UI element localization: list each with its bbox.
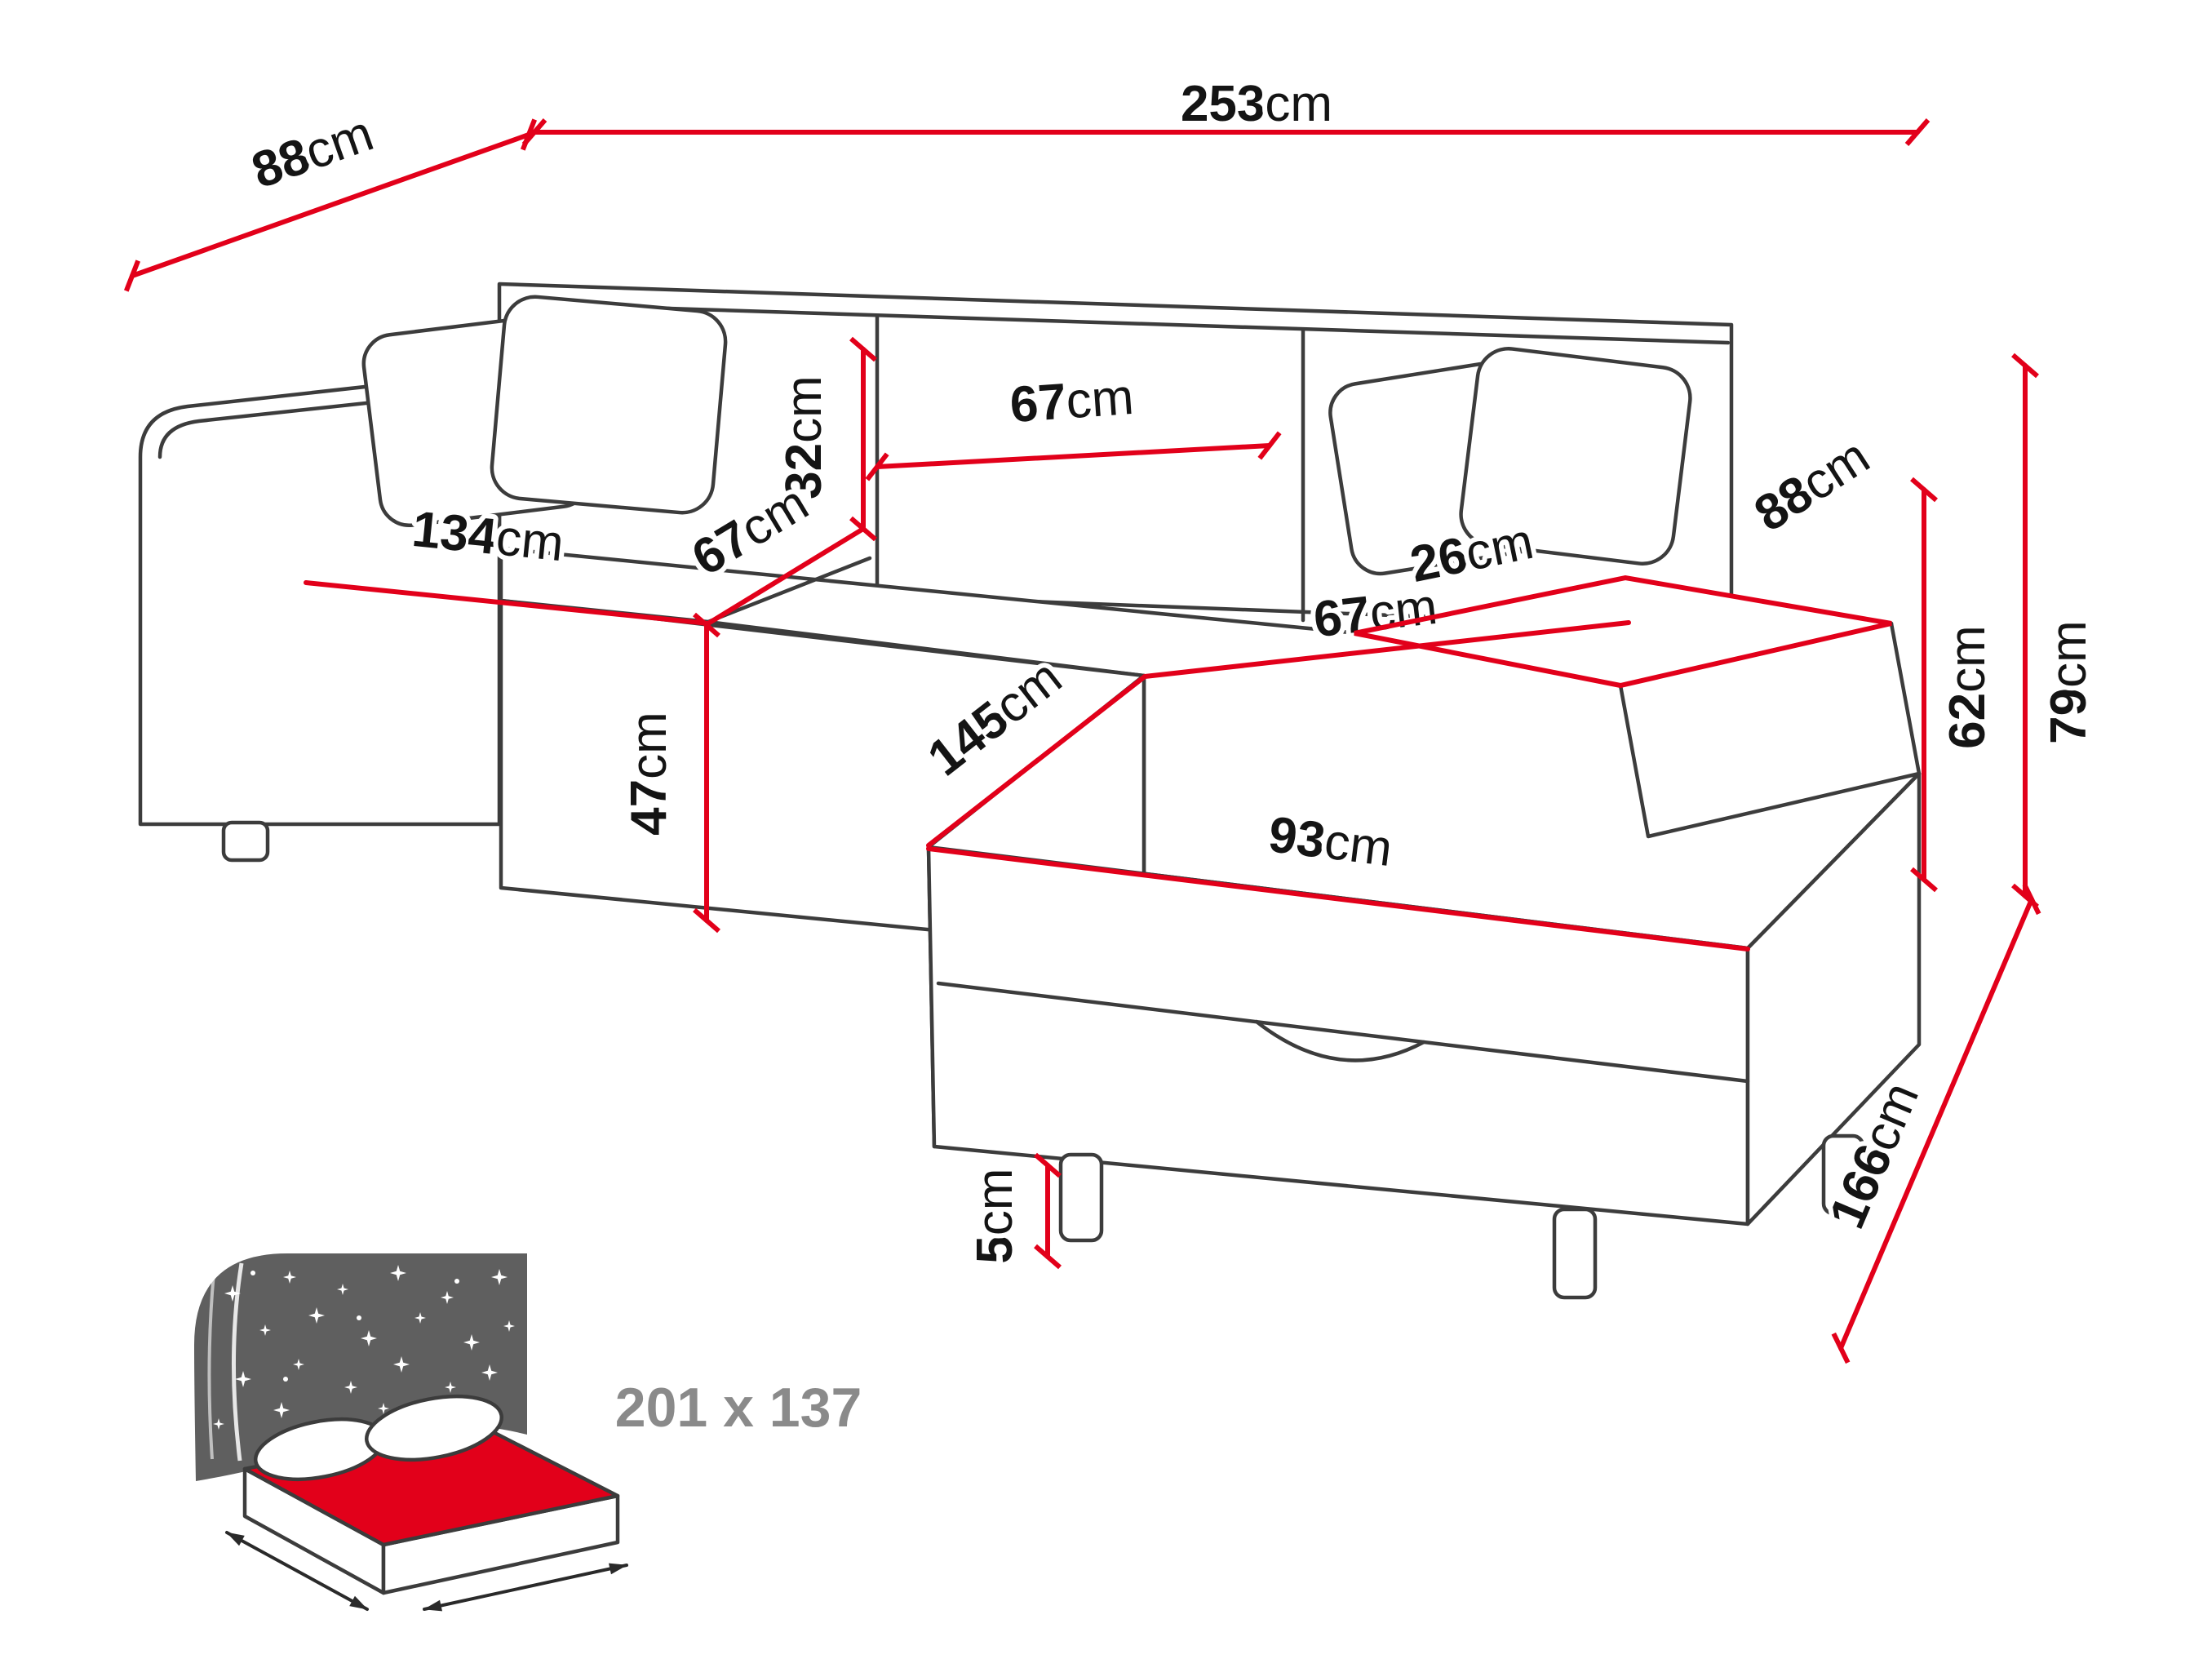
dim-chaise-total-length-line [1831, 883, 2041, 1364]
dim-seat-left-width: 134cm [304, 496, 711, 626]
sofa-drawing [138, 282, 1922, 1300]
dim-depth-left-label: 88cm [245, 105, 380, 200]
dim-total-width: 253cm [521, 71, 1931, 146]
dim-chaise-front-width: 93cm [926, 801, 1750, 951]
pillow-left-front [490, 295, 728, 515]
seat-cushion-seam [706, 556, 872, 624]
dim-total-height-label: 79cm [2041, 620, 2097, 744]
dim-leg-height-label: 5cm [967, 1168, 1023, 1263]
dim-armrest-height: 62cm [1910, 477, 2001, 893]
sleeping-area-size-label: 201 x 137 [615, 1377, 862, 1439]
storage-lid-seam [936, 981, 1750, 1084]
dim-total-width-label: 253cm [1181, 76, 1332, 132]
dim-backrest-height-label: 32cm [776, 375, 832, 499]
mattress [225, 1394, 628, 1612]
foot-chaise-left [1058, 1152, 1104, 1243]
dim-depth-right: 88cm [1740, 424, 1884, 548]
dim-back-cushion-width-label: 67cm [1008, 369, 1136, 433]
dim-leg-height: 5cm [962, 1152, 1062, 1270]
dim-seat-left-width-label: 134cm [410, 501, 566, 572]
dim-seat-right-width: 67cm [1142, 574, 1631, 679]
dim-armrest-outline [1354, 574, 1892, 689]
width-arrow-icon [423, 1563, 628, 1612]
dim-seat-height-label: 47cm [621, 712, 677, 836]
dimension-annotations: 253cm 88cm 32cm 67cm 134cm 67cm 47cm [123, 71, 2102, 1364]
foot-left-armrest [221, 820, 270, 863]
dim-chaise-front-width-line [926, 846, 1750, 951]
dim-depth-left: 88cm [123, 100, 538, 292]
bed-pillow-right [365, 1394, 503, 1462]
dim-back-cushion-width-line [865, 431, 1282, 481]
dim-seat-right-width-label: 67cm [1311, 579, 1440, 648]
sofa-chaise [926, 673, 1922, 1227]
dim-backrest-height: 32cm [771, 336, 877, 542]
pillow-right-front [1459, 347, 1692, 566]
foot-chaise-right [1552, 1207, 1598, 1300]
dim-seat-depth-line [706, 526, 866, 626]
dim-armrest-height-label: 62cm [1939, 625, 1996, 749]
dim-back-cushion-width: 67cm [865, 364, 1282, 481]
dim-seat-left-width-line [304, 580, 711, 626]
dim-chaise-length-top-line [926, 674, 1147, 848]
storage-handle [1254, 1019, 1426, 1062]
dim-seat-right-width-line [1142, 620, 1631, 679]
dim-seat-height: 47cm [616, 612, 720, 934]
dim-chaise-front-width-label: 93cm [1266, 806, 1395, 877]
dim-depth-left-line [123, 118, 538, 292]
sofa-pillows [361, 295, 1692, 576]
dim-depth-right-label: 88cm [1744, 428, 1879, 543]
dim-total-height: 79cm [2011, 353, 2102, 909]
sleeping-area-icon: 201 x 137 [194, 1253, 862, 1612]
length-arrow-icon [225, 1531, 369, 1611]
